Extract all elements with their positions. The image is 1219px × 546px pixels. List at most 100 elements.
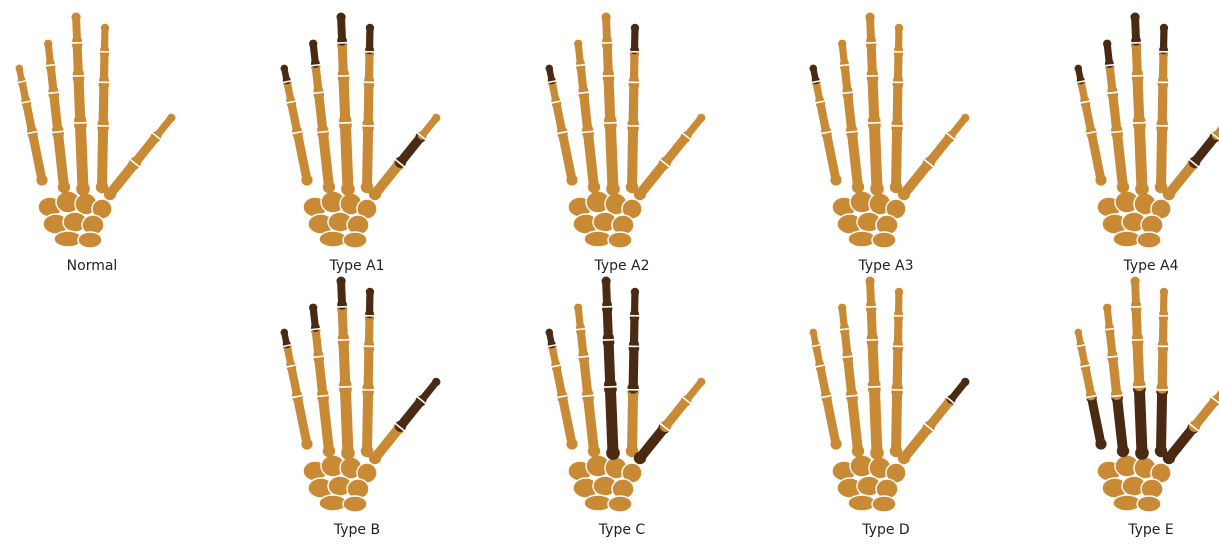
middle-joint-gap (600, 307, 614, 308)
middle-finger (1129, 276, 1149, 459)
middle-mc-joint-head (870, 182, 884, 196)
little-mc-bone (1092, 398, 1101, 444)
middle-mc-joint-head (76, 182, 90, 196)
index-m-joint-head (893, 75, 903, 85)
panel-type-a1: Type A1 (277, 12, 477, 282)
middle-mc-bone (345, 389, 348, 453)
ring-mc-bone (588, 398, 594, 451)
index-d-joint-tail (895, 288, 903, 296)
index-d-joint-head (630, 45, 639, 54)
little-mc-bone (33, 134, 42, 180)
little-mc-joint-head (830, 174, 841, 185)
middle-d-joint-head (1131, 300, 1141, 310)
middle-joint-gap (603, 387, 617, 388)
ring-finger (838, 304, 864, 458)
ring-p-joint-head (846, 124, 857, 135)
index-d-joint-head (365, 309, 374, 318)
middle-m-joint-head (73, 68, 84, 79)
hand-skeleton-type-e (1071, 276, 1219, 521)
middle-d-joint-tail (336, 276, 345, 285)
middle-p-joint-head (74, 115, 87, 128)
middle-mc-bone (874, 389, 877, 453)
ring-p-joint-head (52, 124, 63, 135)
index-p-bone (897, 348, 898, 388)
little-mc-joint-head (1095, 174, 1106, 185)
middle-d-joint-head (866, 36, 876, 46)
ring-mc-bone (852, 134, 858, 187)
carpal-bones (38, 191, 112, 248)
index-d-joint-head (894, 309, 903, 318)
little-mc-bone (563, 398, 572, 444)
index-mc-bone (632, 392, 633, 451)
middle-joint-gap (70, 43, 84, 44)
ring-d-joint-tail (309, 40, 317, 48)
ring-m-joint-head (313, 86, 323, 96)
carpal-bones (832, 455, 906, 512)
middle-joint-gap (1130, 76, 1144, 77)
little-mc-bone (298, 134, 307, 180)
little-mc-bone (298, 398, 307, 444)
middle-joint-gap (603, 123, 617, 124)
index-m-joint-head (893, 339, 903, 349)
little-finger (810, 329, 842, 450)
ring-mc-bone (323, 134, 329, 187)
ring-d-joint-tail (838, 304, 846, 312)
ring-finger (309, 304, 335, 458)
thumb-finger (369, 378, 441, 464)
little-d-joint-head (283, 340, 291, 348)
index-finger (626, 24, 641, 193)
little-d-joint-head (548, 340, 556, 348)
index-d-joint-head (1159, 309, 1168, 318)
middle-mc-joint-head (341, 446, 355, 460)
middle-finger (600, 276, 620, 459)
ring-mc-bone (58, 134, 64, 187)
panel-type-e: Type E (1071, 276, 1219, 546)
index-finger (361, 288, 376, 457)
index-p-bone (1162, 84, 1163, 124)
middle-mc-joint-head (606, 446, 620, 460)
middle-p-joint-head (604, 115, 617, 128)
index-finger (361, 24, 376, 193)
middle-p-bone (873, 78, 875, 121)
thumb-finger (898, 114, 970, 200)
thumb-finger (898, 378, 970, 464)
index-p-bone (897, 84, 898, 124)
little-mc-bone (563, 134, 572, 180)
middle-m-joint-head (1132, 332, 1143, 343)
thumb-finger (104, 114, 176, 200)
middle-joint-gap (336, 76, 350, 77)
thumb-mc-joint-head (898, 452, 910, 464)
middle-d-joint-tail (71, 12, 80, 21)
ring-mc-joint-head (852, 445, 864, 457)
middle-d-joint-tail (1130, 12, 1139, 21)
middle-p-joint-head (1133, 379, 1146, 392)
thumb-d-joint-tail (961, 114, 969, 122)
carpal-bone (343, 496, 367, 512)
index-d-joint-head (630, 309, 639, 318)
ring-finger (838, 40, 864, 194)
little-mc-joint-head (566, 174, 577, 185)
little-d-joint-head (283, 76, 291, 84)
ring-mc-joint-head (323, 445, 335, 457)
middle-joint-gap (71, 76, 85, 77)
thumb-mc-joint-head (369, 188, 381, 200)
ring-finger (574, 40, 600, 194)
ring-m-joint-head (578, 350, 588, 360)
little-mc-joint-head (301, 174, 312, 185)
ring-m-joint-head (1107, 86, 1117, 96)
little-mc-bone (827, 134, 836, 180)
hand-skeleton-type-b (277, 276, 477, 521)
middle-joint-gap (1129, 307, 1143, 308)
middle-m-joint-head (338, 68, 349, 79)
middle-p-joint-head (868, 379, 881, 392)
ring-p-joint-head (582, 124, 593, 135)
ring-mc-bone (323, 398, 329, 451)
middle-mc-bone (874, 125, 877, 189)
panel-label-type-d: Type D (806, 522, 966, 538)
panel-label-type-e: Type E (1071, 522, 1219, 538)
ring-mc-bone (1117, 134, 1123, 187)
little-d-joint-head (812, 340, 820, 348)
little-d-joint-tail (16, 65, 24, 73)
panel-type-d: Type D (806, 276, 1006, 546)
index-m-joint-head (1158, 75, 1168, 85)
